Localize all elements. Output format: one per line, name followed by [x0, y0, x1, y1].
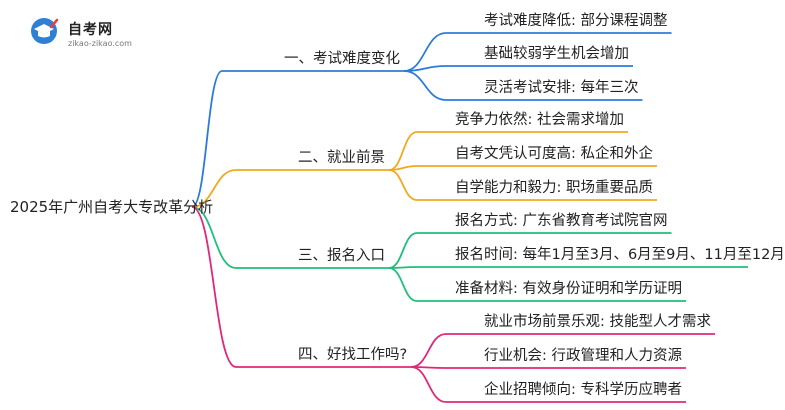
leaf-node: 基础较弱学生机会增加	[484, 46, 629, 62]
leaf-connector	[388, 266, 418, 269]
branch-connector	[191, 206, 237, 368]
root-node: 2025年广州自考大专改革分析	[10, 198, 214, 216]
branch-job-prospects: 四、好找工作吗?	[298, 347, 408, 363]
leaf-connector	[403, 65, 447, 72]
leaf-connector	[403, 32, 447, 72]
branch-registration: 三、报名入口	[298, 248, 385, 264]
leaf-node: 自考文凭认可度高: 私企和外企	[455, 146, 653, 162]
leaf-node: 报名时间: 每年1月至3月、6月至9月、11月至12月	[455, 247, 785, 263]
leaf-node: 灵活考试安排: 每年三次	[484, 80, 639, 96]
leaf-node: 准备材料: 有效身份证明和学历证明	[455, 281, 682, 297]
leaf-node: 考试难度降低: 部分课程调整	[484, 13, 668, 29]
graduation-cap-icon	[31, 18, 59, 44]
leaf-connector	[388, 232, 418, 269]
leaf-connector	[403, 70, 447, 101]
leaf-node: 竞争力依然: 社会需求增加	[455, 112, 624, 128]
leaf-connector	[388, 169, 418, 201]
logo-name: 自考网	[68, 22, 113, 38]
mindmap-connectors	[191, 32, 748, 403]
logo-url: zikao-zikao.com	[68, 39, 132, 48]
leaf-connector	[411, 366, 447, 403]
leaf-node: 行业机会: 行政管理和人力资源	[484, 348, 682, 364]
leaf-node: 企业招聘倾向: 专科学历应聘者	[484, 382, 682, 398]
branch-connector	[191, 206, 237, 269]
leaf-node: 就业市场前景乐观: 技能型人才需求	[484, 314, 711, 330]
branch-exam-difficulty: 一、考试难度变化	[284, 51, 400, 67]
branch-connector	[191, 70, 223, 208]
leaf-connector	[388, 267, 418, 302]
mindmap-canvas: 自考网 zikao-zikao.com 2025年广州自考大专改革分析 一、考试…	[10, 10, 785, 403]
leaf-connector	[411, 333, 447, 368]
leaf-node: 报名方式: 广东省教育考试院官网	[455, 213, 668, 229]
leaf-connector	[388, 131, 418, 171]
branch-connector	[191, 169, 237, 208]
site-logo[interactable]: 自考网 zikao-zikao.com	[28, 10, 178, 54]
branch-employment-outlook: 二、就业前景	[298, 150, 385, 166]
leaf-node: 自学能力和毅力: 职场重要品质	[455, 180, 653, 196]
